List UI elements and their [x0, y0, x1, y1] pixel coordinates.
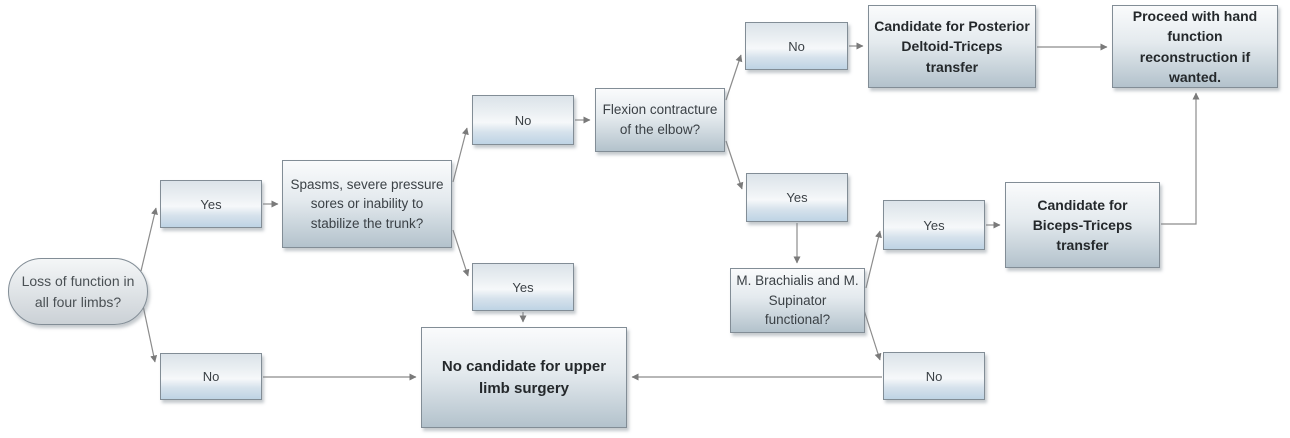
branch-yes-brachialis: Yes: [883, 200, 985, 250]
outcome-no-candidate: No candidate for upper limb surgery: [421, 327, 627, 428]
edge-brachialis-yes: [865, 230, 882, 289]
edge-start-yes: [140, 207, 158, 272]
edge-biceps-proceed: [1161, 92, 1200, 225]
outcome-biceps-triceps: Candidate for Biceps-Triceps transfer: [1005, 182, 1160, 268]
branch-yes-limbs: Yes: [160, 180, 262, 228]
edge-brachialis-no: [863, 309, 882, 361]
branch-yes-flexion: Yes: [746, 173, 848, 222]
edge-spasms-yes: [452, 229, 470, 277]
edge-flexion-yes: [725, 140, 744, 190]
start-terminator: Loss of function in all four limbs?: [8, 258, 148, 325]
branch-no-flexion: No: [745, 22, 848, 70]
edge-flexion-no: [725, 54, 743, 101]
outcome-posterior-deltoid-triceps: Candidate for Posterior Deltoid-Triceps …: [868, 5, 1036, 88]
branch-yes-spasms: Yes: [472, 263, 574, 311]
edge-spasms-no: [452, 127, 469, 183]
branch-no-brachialis: No: [883, 352, 985, 400]
question-brachialis-supinator: M. Brachialis and M. Supinator functiona…: [730, 268, 865, 333]
question-flexion-contracture: Flexion contracture of the elbow?: [595, 88, 725, 152]
branch-no-spasms: No: [472, 95, 574, 145]
outcome-proceed-hand-reconstruction: Proceed with hand function reconstructio…: [1112, 5, 1278, 88]
question-spasms: Spasms, severe pressure sores or inabili…: [282, 160, 452, 248]
branch-no-limbs: No: [160, 353, 262, 400]
